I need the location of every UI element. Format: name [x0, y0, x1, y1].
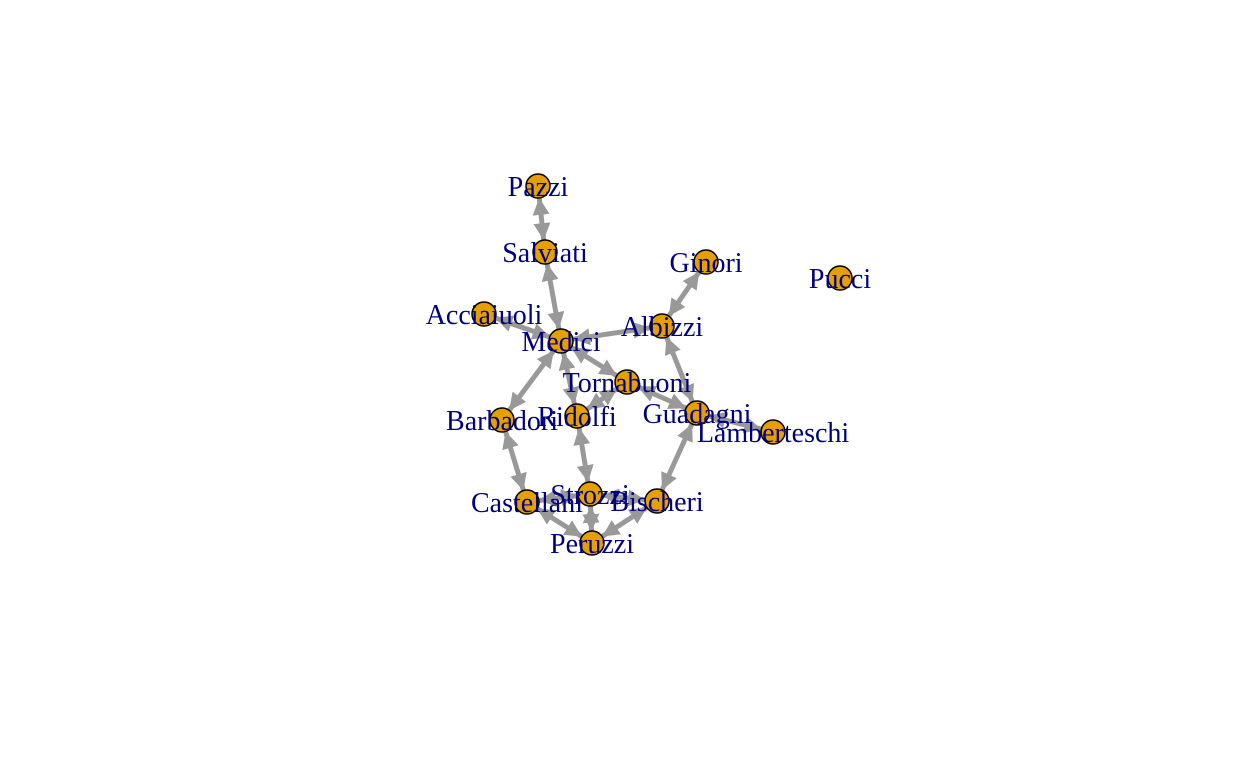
node-strozzi — [577, 481, 603, 507]
edge-bischeri-peruzzi — [600, 505, 649, 539]
node-castellani — [514, 489, 540, 515]
node-label-ginori: Ginori — [669, 248, 742, 279]
node-salviati — [532, 239, 558, 265]
edge-medici-barbadori — [507, 349, 556, 412]
node-label-pucci: Pucci — [809, 264, 871, 295]
node-tornabuoni — [614, 369, 640, 395]
node-label-acciaiuoli: Acciaiuoli — [426, 300, 543, 331]
node-label-strozzi: Strozzi — [550, 480, 630, 511]
node-label-lamberteschi: Lamberteschi — [697, 418, 850, 449]
edge-guadagni-lamberteschi — [707, 411, 763, 434]
edge-strozzi-bischeri — [601, 488, 646, 507]
edge-albizzi-guadagni — [664, 336, 695, 403]
edge-castellani-peruzzi — [535, 506, 584, 539]
edge-guadagni-bischeri — [659, 422, 695, 492]
edge-strozzi-peruzzi — [582, 505, 600, 532]
node-ridolfi — [564, 403, 590, 429]
edge-salviati-medici — [541, 263, 565, 330]
edge-medici-tornabuoni — [569, 345, 619, 378]
node-bischeri — [644, 488, 670, 514]
edge-medici-ridolfi — [558, 352, 580, 405]
edge-acciaiuoli-medici — [494, 315, 551, 340]
nodes-layer — [471, 173, 853, 556]
node-label-barbadori: Barbadori — [446, 406, 558, 437]
node-pazzi — [525, 173, 551, 199]
node-label-tornabuoni: Tornabuoni — [563, 368, 692, 399]
node-label-bischeri: Bischeri — [610, 487, 704, 518]
edge-tornabuoni-ridolfi — [585, 386, 619, 412]
node-barbadori — [489, 407, 515, 433]
edge-albizzi-medici — [572, 321, 651, 346]
node-medici — [548, 328, 574, 354]
edges-layer — [494, 197, 763, 539]
node-ginori — [693, 249, 719, 275]
node-acciaiuoli — [471, 301, 497, 327]
node-lamberteschi — [760, 419, 786, 445]
node-albizzi — [649, 313, 675, 339]
node-label-pazzi: Pazzi — [508, 172, 569, 203]
node-label-ridolfi: Ridolfi — [537, 402, 617, 433]
edge-tornabuoni-guadagni — [636, 384, 688, 411]
node-guadagni — [684, 400, 710, 426]
node-pucci — [827, 265, 853, 291]
edge-barbadori-castellani — [502, 430, 527, 492]
node-label-peruzzi: Peruzzi — [550, 529, 634, 560]
node-label-guadagni: Guadagni — [643, 399, 752, 430]
edge-ginori-albizzi — [666, 270, 702, 318]
node-label-medici: Medici — [521, 327, 601, 358]
edge-castellani-strozzi — [538, 489, 579, 507]
node-label-salviati: Salviati — [502, 238, 588, 269]
edge-ridolfi-strozzi — [573, 427, 594, 483]
edge-pazzi-salviati — [532, 197, 551, 241]
node-peruzzi — [579, 530, 605, 556]
node-label-albizzi: Albizzi — [621, 312, 704, 343]
node-label-castellani: Castellani — [471, 488, 583, 519]
